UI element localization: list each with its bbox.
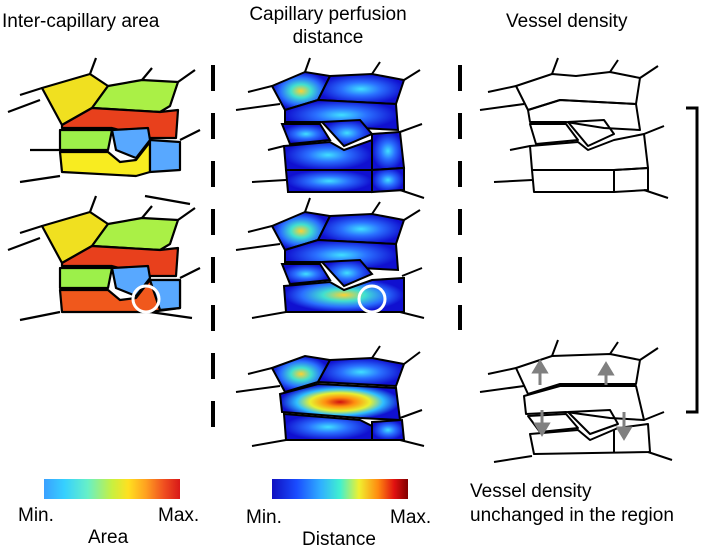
perfusion-panel-row3: [235, 345, 425, 447]
distance-scale-min: Min.: [246, 507, 282, 528]
density-note-line2: unchanged in the region: [470, 505, 674, 526]
density-note-line1: Vessel density: [470, 481, 592, 502]
area-column-title: Inter-capillary area: [2, 11, 160, 32]
distance-scale-max: Max.: [390, 507, 432, 528]
density-column-title: Vessel density: [506, 11, 628, 32]
area-panel-row2: [7, 195, 201, 322]
perfusion-panel-row2: [235, 197, 425, 319]
area-panel-row1: [7, 57, 201, 206]
area-color-scale: [44, 479, 180, 499]
perfusion-highlight-circle: [357, 284, 387, 314]
area-scale-label: Area: [88, 527, 129, 548]
perfusion-title-line2: distance: [292, 27, 364, 48]
distance-color-scale: [272, 479, 408, 499]
bracket: [686, 106, 699, 414]
area-scale-max: Max.: [158, 505, 200, 526]
density-panel-row1: [479, 57, 669, 199]
perfusion-column-title: Capillary perfusion distance: [230, 3, 426, 49]
density-panel-row3: [479, 339, 673, 463]
area-scale-min: Min.: [18, 505, 54, 526]
area-highlight-circle: [131, 284, 161, 314]
separator-dashes: [211, 65, 462, 440]
perfusion-panel-row1: [235, 57, 425, 199]
density-note: Vessel density unchanged in the region: [470, 480, 674, 528]
density-arrows: [531, 359, 633, 441]
perfusion-title-line1: Capillary perfusion: [249, 4, 407, 25]
distance-scale-label: Distance: [302, 529, 376, 550]
